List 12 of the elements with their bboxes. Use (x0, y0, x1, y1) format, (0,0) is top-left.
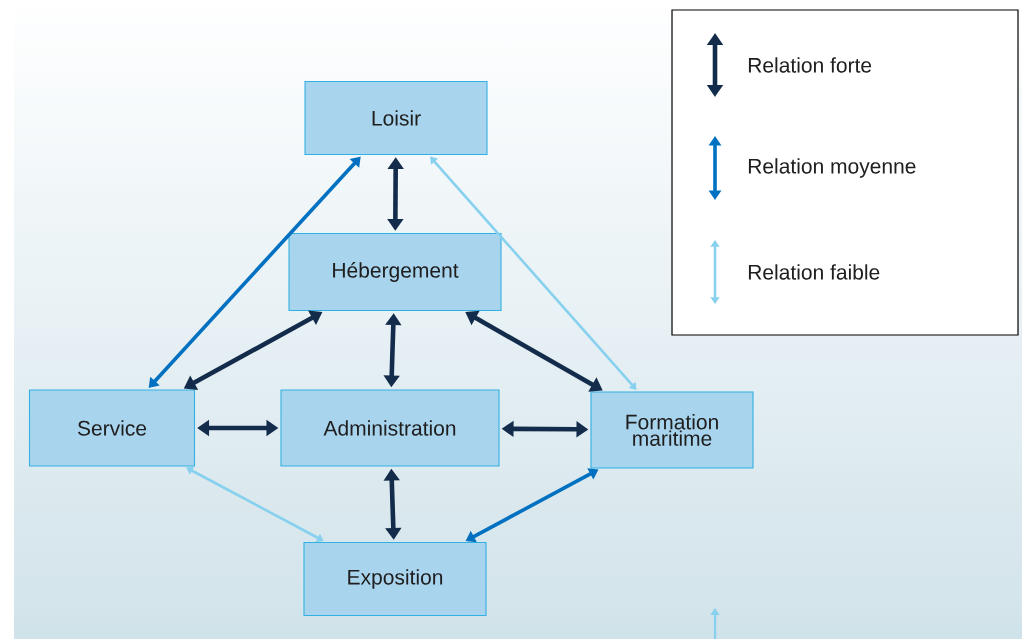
process-box: Formation maritime (590, 391, 754, 469)
arrow (430, 156, 637, 390)
legend-label: Relation faible (748, 264, 880, 280)
legend-label: Relation forte (748, 57, 872, 73)
process-box: Service (28, 389, 196, 467)
legend-label: Relation moyenne (748, 158, 916, 178)
process-box: Exposition (303, 541, 487, 617)
process-box: Loisir (304, 80, 488, 156)
process-box: Hébergement (288, 232, 502, 312)
process-box: Administration (280, 389, 500, 467)
arrow (186, 466, 324, 542)
arrow (148, 156, 361, 388)
